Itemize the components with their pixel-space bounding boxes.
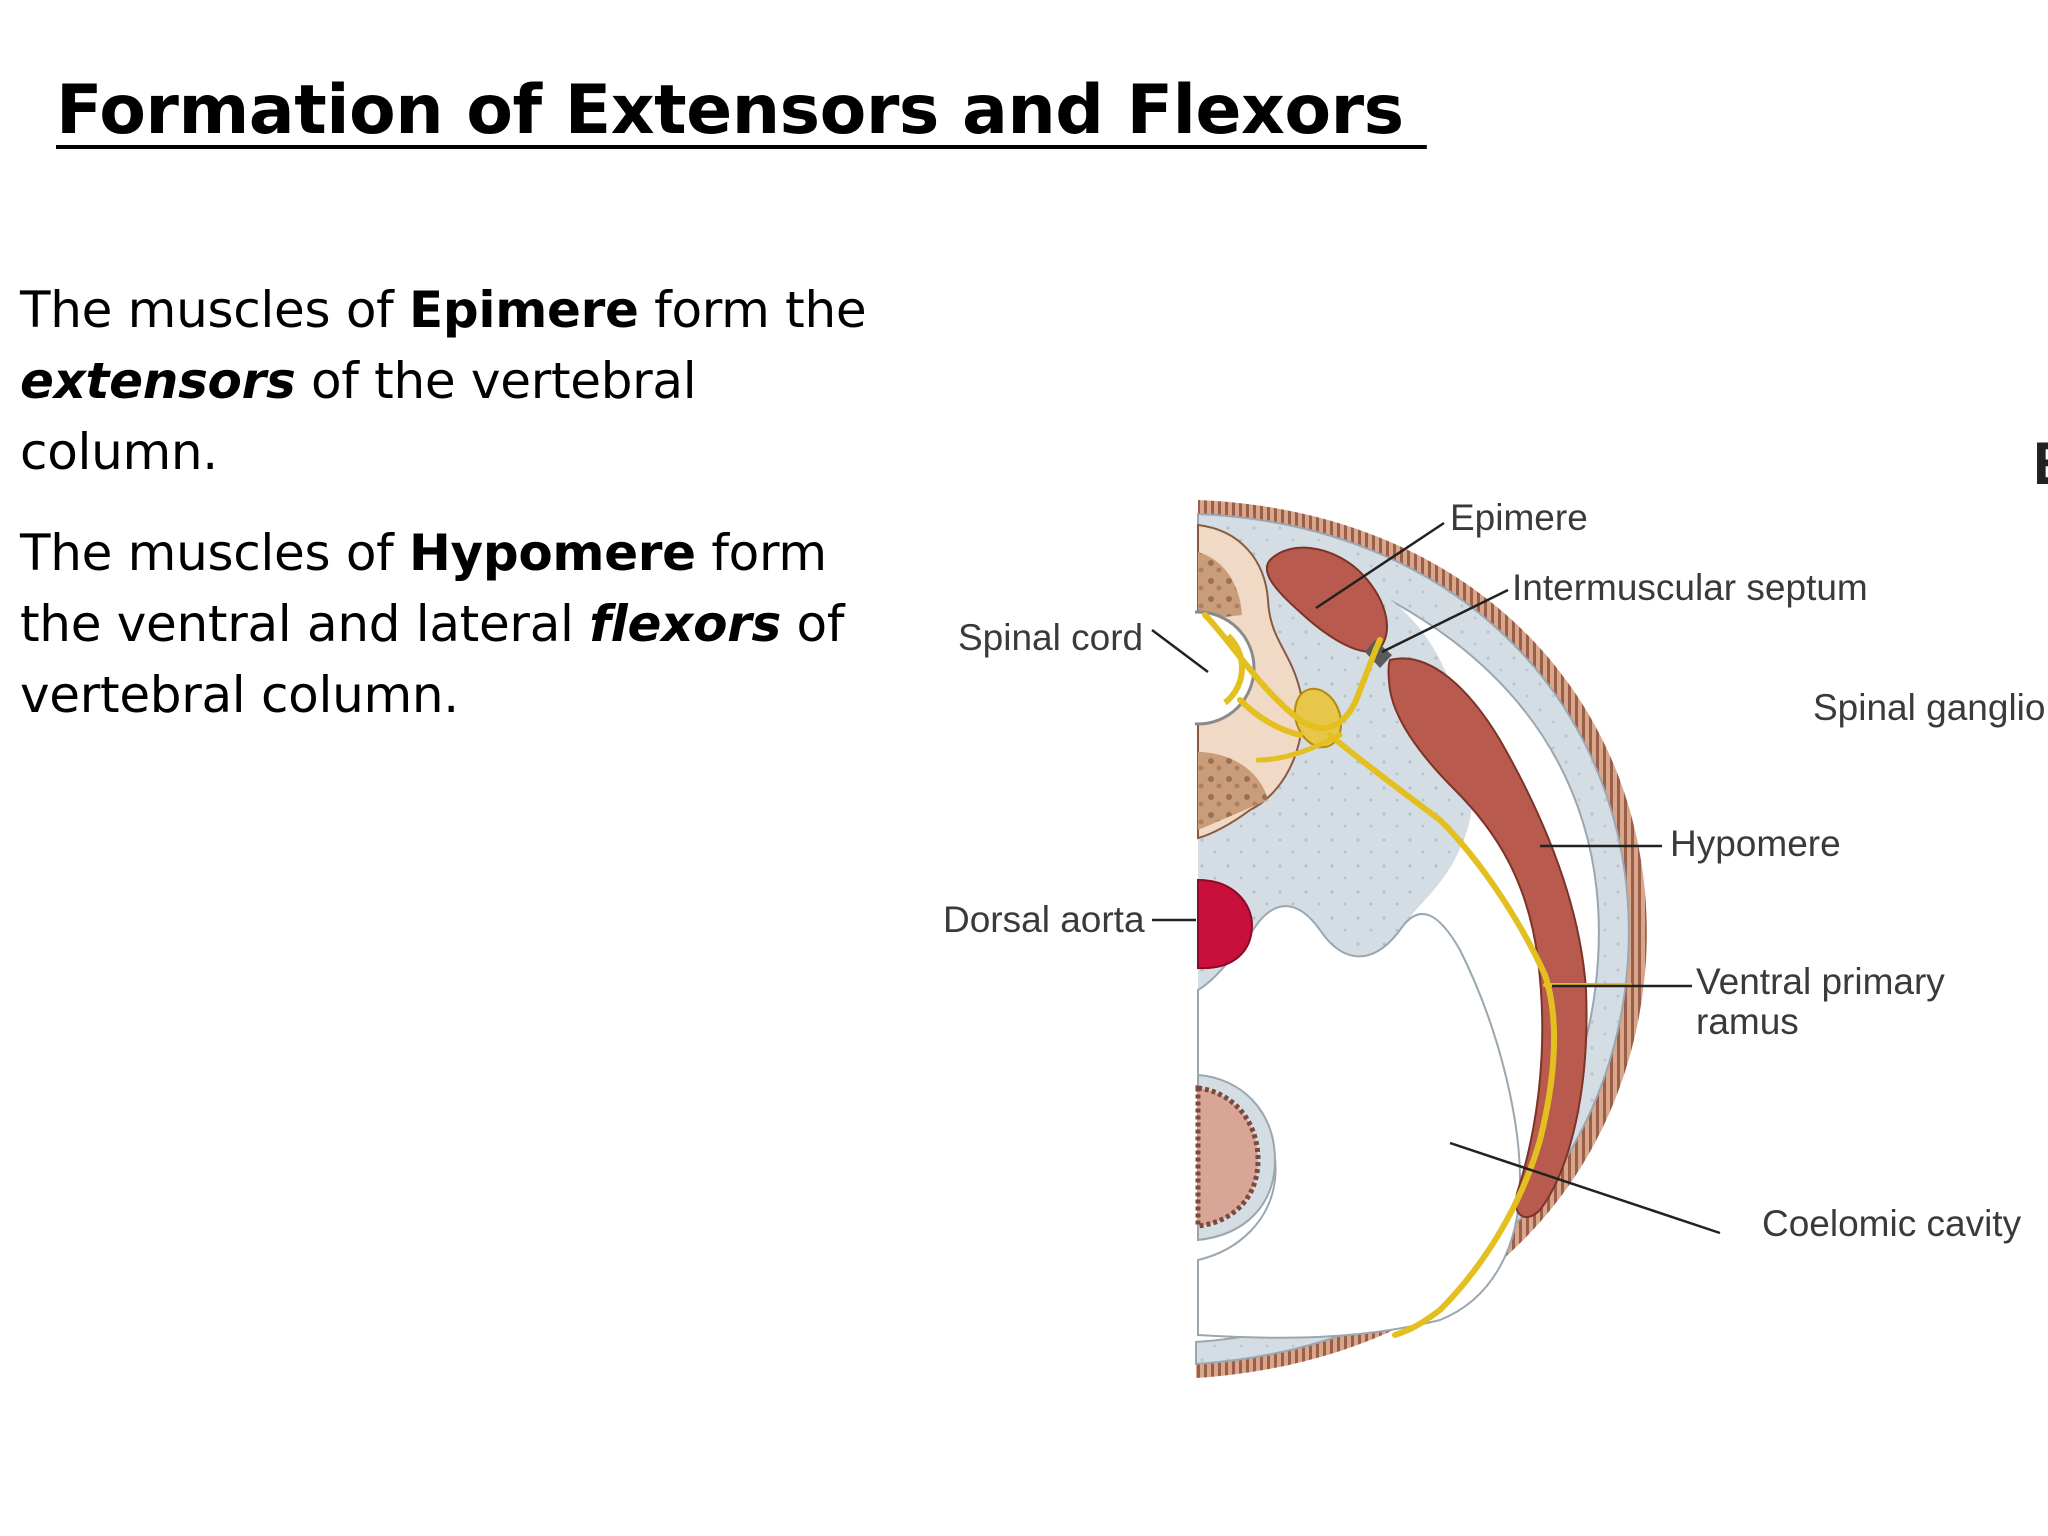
intermuscular-septum-label: Intermuscular septum (1512, 567, 1868, 608)
septum-leader (1381, 588, 1509, 654)
epimere-text-1: The muscles of (20, 281, 410, 339)
hypomere-paragraph: The muscles of Hypomere form the ventral… (20, 518, 880, 731)
coelomic-cavity (1197, 905, 1522, 1339)
hypomere-text-3: of vertebral column. (20, 595, 845, 724)
ventral-primary-ramus-label-line-1: Ventral primary (1696, 961, 1945, 1002)
dorsal-aorta-shape (1197, 878, 1254, 970)
coelomic-cavity-leader (1449, 1141, 1721, 1235)
cross-section-half (1195, 500, 1647, 1378)
cut-off-label: E (2033, 430, 2048, 497)
epimere-text-2: form the (638, 281, 867, 339)
ventral-primary-ramus-label-line-2: ramus (1696, 1001, 1799, 1042)
spinal-ganglion-label: Spinal ganglion (1813, 687, 2048, 728)
coelomic-cavity-label: Coelomic cavity (1762, 1203, 2022, 1244)
hypomere-text-2: form the ventral and lateral (20, 524, 827, 653)
slide-title: Formation of Extensors and Flexors (56, 71, 1427, 150)
spinal-cord-label: Spinal cord (958, 617, 1143, 658)
flexors-term: flexors (589, 595, 781, 653)
leader-lines (1151, 521, 1721, 1235)
epimere-paragraph: The muscles of Epimere form the extensor… (20, 275, 880, 488)
hypomere-text-1: The muscles of (20, 524, 410, 582)
extensors-term: extensors (20, 352, 296, 410)
epimere-label: Epimere (1450, 497, 1588, 538)
hypomere-label: Hypomere (1670, 823, 1841, 864)
dorsal-aorta-label: Dorsal aorta (943, 899, 1145, 940)
hypomere-term: Hypomere (409, 524, 696, 582)
spinal-cord-shape (1195, 610, 1256, 726)
epimere-leader (1315, 521, 1445, 610)
spinal-cord-leader (1151, 629, 1209, 673)
epimere-term: Epimere (409, 281, 639, 339)
epimere-text-3: of the vertebral column. (20, 352, 697, 481)
